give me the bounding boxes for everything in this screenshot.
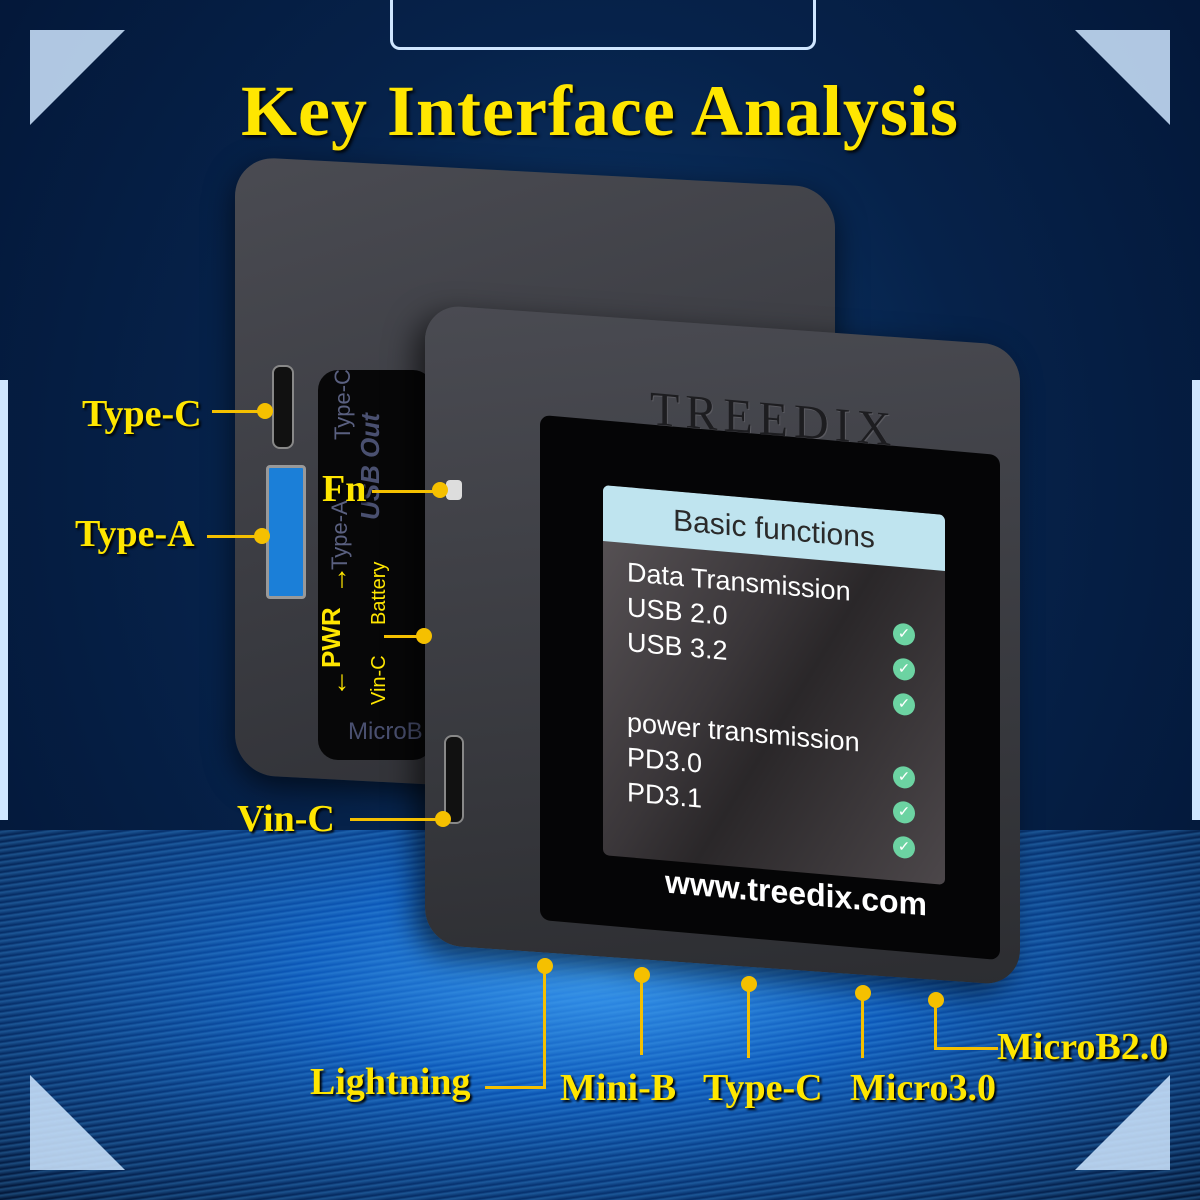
side-label-type-c: Type-C: [330, 369, 355, 440]
check-circle-icon: ✓: [893, 692, 915, 717]
type-a-port: [266, 465, 306, 599]
device-side-panel: [318, 370, 433, 760]
fn-button: [446, 480, 462, 500]
callout-type-c-bottom: Type-C: [703, 1067, 823, 1109]
screen-line: USB 2.0: [627, 592, 728, 631]
leader-line: [350, 818, 440, 821]
leader-dot: [257, 403, 273, 419]
callout-microb2-0: MicroB2.0: [997, 1026, 1169, 1068]
side-label-vin-c: Vin-C: [368, 655, 390, 705]
callout-lightning: Lightning: [310, 1061, 471, 1103]
side-label-pwr: PWR: [316, 607, 346, 668]
check-circle-icon: ✓: [893, 800, 915, 825]
frame-corner-tl: [30, 30, 125, 125]
leader-line: [372, 490, 438, 493]
leader-dot: [254, 528, 270, 544]
check-circle-icon: ✓: [893, 835, 915, 860]
leader-line: [384, 635, 422, 638]
leader-line: [543, 966, 546, 1088]
leader-dot: [435, 811, 451, 827]
leader-dot: [416, 628, 432, 644]
leader-line: [747, 984, 750, 1058]
callout-micro3-0: Micro3.0: [850, 1067, 996, 1109]
callout-type-a: Type-A: [75, 513, 195, 555]
vin-c-port: [444, 735, 464, 824]
arrow-down-icon: ↓: [335, 665, 349, 696]
frame-corner-bl: [30, 1075, 125, 1170]
screen-line: PD3.0: [627, 742, 703, 779]
callout-fn: Fn: [322, 468, 367, 510]
screen-line: USB 3.2: [627, 627, 728, 666]
leader-line: [640, 975, 643, 1055]
leader-dot: [432, 482, 448, 498]
check-circle-icon: ✓: [893, 765, 915, 790]
leader-line: [934, 1047, 998, 1050]
type-c-port-side: [272, 365, 294, 449]
frame-corner-tr: [1075, 30, 1170, 125]
leader-line: [207, 535, 259, 538]
callout-mini-b: Mini-B: [560, 1067, 677, 1109]
arrow-up-icon: ↑: [335, 562, 349, 593]
check-circle-icon: ✓: [893, 657, 915, 682]
side-label-battery: Battery: [368, 561, 390, 625]
frame-top: [390, 0, 816, 50]
frame-right: [1192, 380, 1200, 820]
page-title: Key Interface Analysis: [241, 71, 959, 151]
callout-type-c-left: Type-C: [82, 393, 202, 435]
frame-corner-br: [1075, 1075, 1170, 1170]
leader-line: [485, 1086, 546, 1089]
screen-line: PD3.1: [627, 777, 703, 814]
check-circle-icon: ✓: [893, 622, 915, 647]
frame-left: [0, 380, 8, 820]
leader-line: [212, 410, 264, 413]
leader-line: [861, 993, 864, 1058]
leader-line: [934, 1000, 937, 1050]
side-label-microb: MicroB: [348, 718, 423, 745]
callout-vin-c: Vin-C: [237, 798, 335, 840]
lcd-screen: Basic functions Data Transmission USB 2.…: [603, 485, 945, 885]
